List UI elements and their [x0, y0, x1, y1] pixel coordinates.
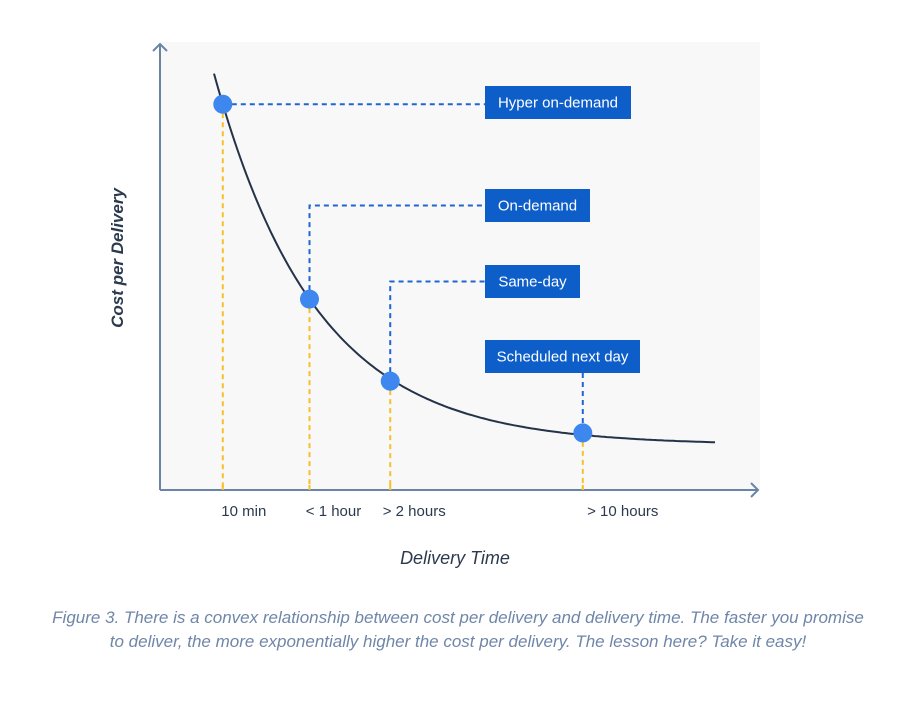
tier-label: On-demand — [498, 198, 577, 215]
tier-label-box — [485, 340, 640, 373]
data-point — [573, 423, 593, 443]
tier-label: Scheduled next day — [497, 349, 629, 366]
y-axis-arrow-icon — [152, 42, 168, 52]
tier-label: Same-day — [498, 274, 567, 291]
x-axis-arrow-icon — [750, 482, 760, 498]
data-point — [300, 289, 319, 309]
label-connector — [308, 204, 485, 300]
cost-curve — [213, 73, 715, 444]
x-tick-label: < 1 hour — [306, 503, 361, 520]
data-point — [380, 371, 400, 391]
x-tick-label: > 10 hours — [587, 503, 658, 520]
x-tick-label: 10 min — [221, 503, 266, 520]
tier-label-box — [485, 265, 580, 298]
y-axis-label: Cost per Delivery — [108, 188, 127, 328]
tier-label-box — [485, 189, 590, 222]
x-tick-label: > 2 hours — [383, 503, 446, 520]
data-point — [213, 94, 233, 114]
plot-background — [160, 42, 760, 490]
x-axis-label: Delivery Time — [400, 548, 510, 568]
figure-caption: Figure 3. There is a convex relationship… — [52, 608, 864, 651]
tier-label-box — [485, 86, 631, 119]
label-connector — [389, 280, 485, 382]
tier-label: Hyper on-demand — [498, 95, 618, 112]
